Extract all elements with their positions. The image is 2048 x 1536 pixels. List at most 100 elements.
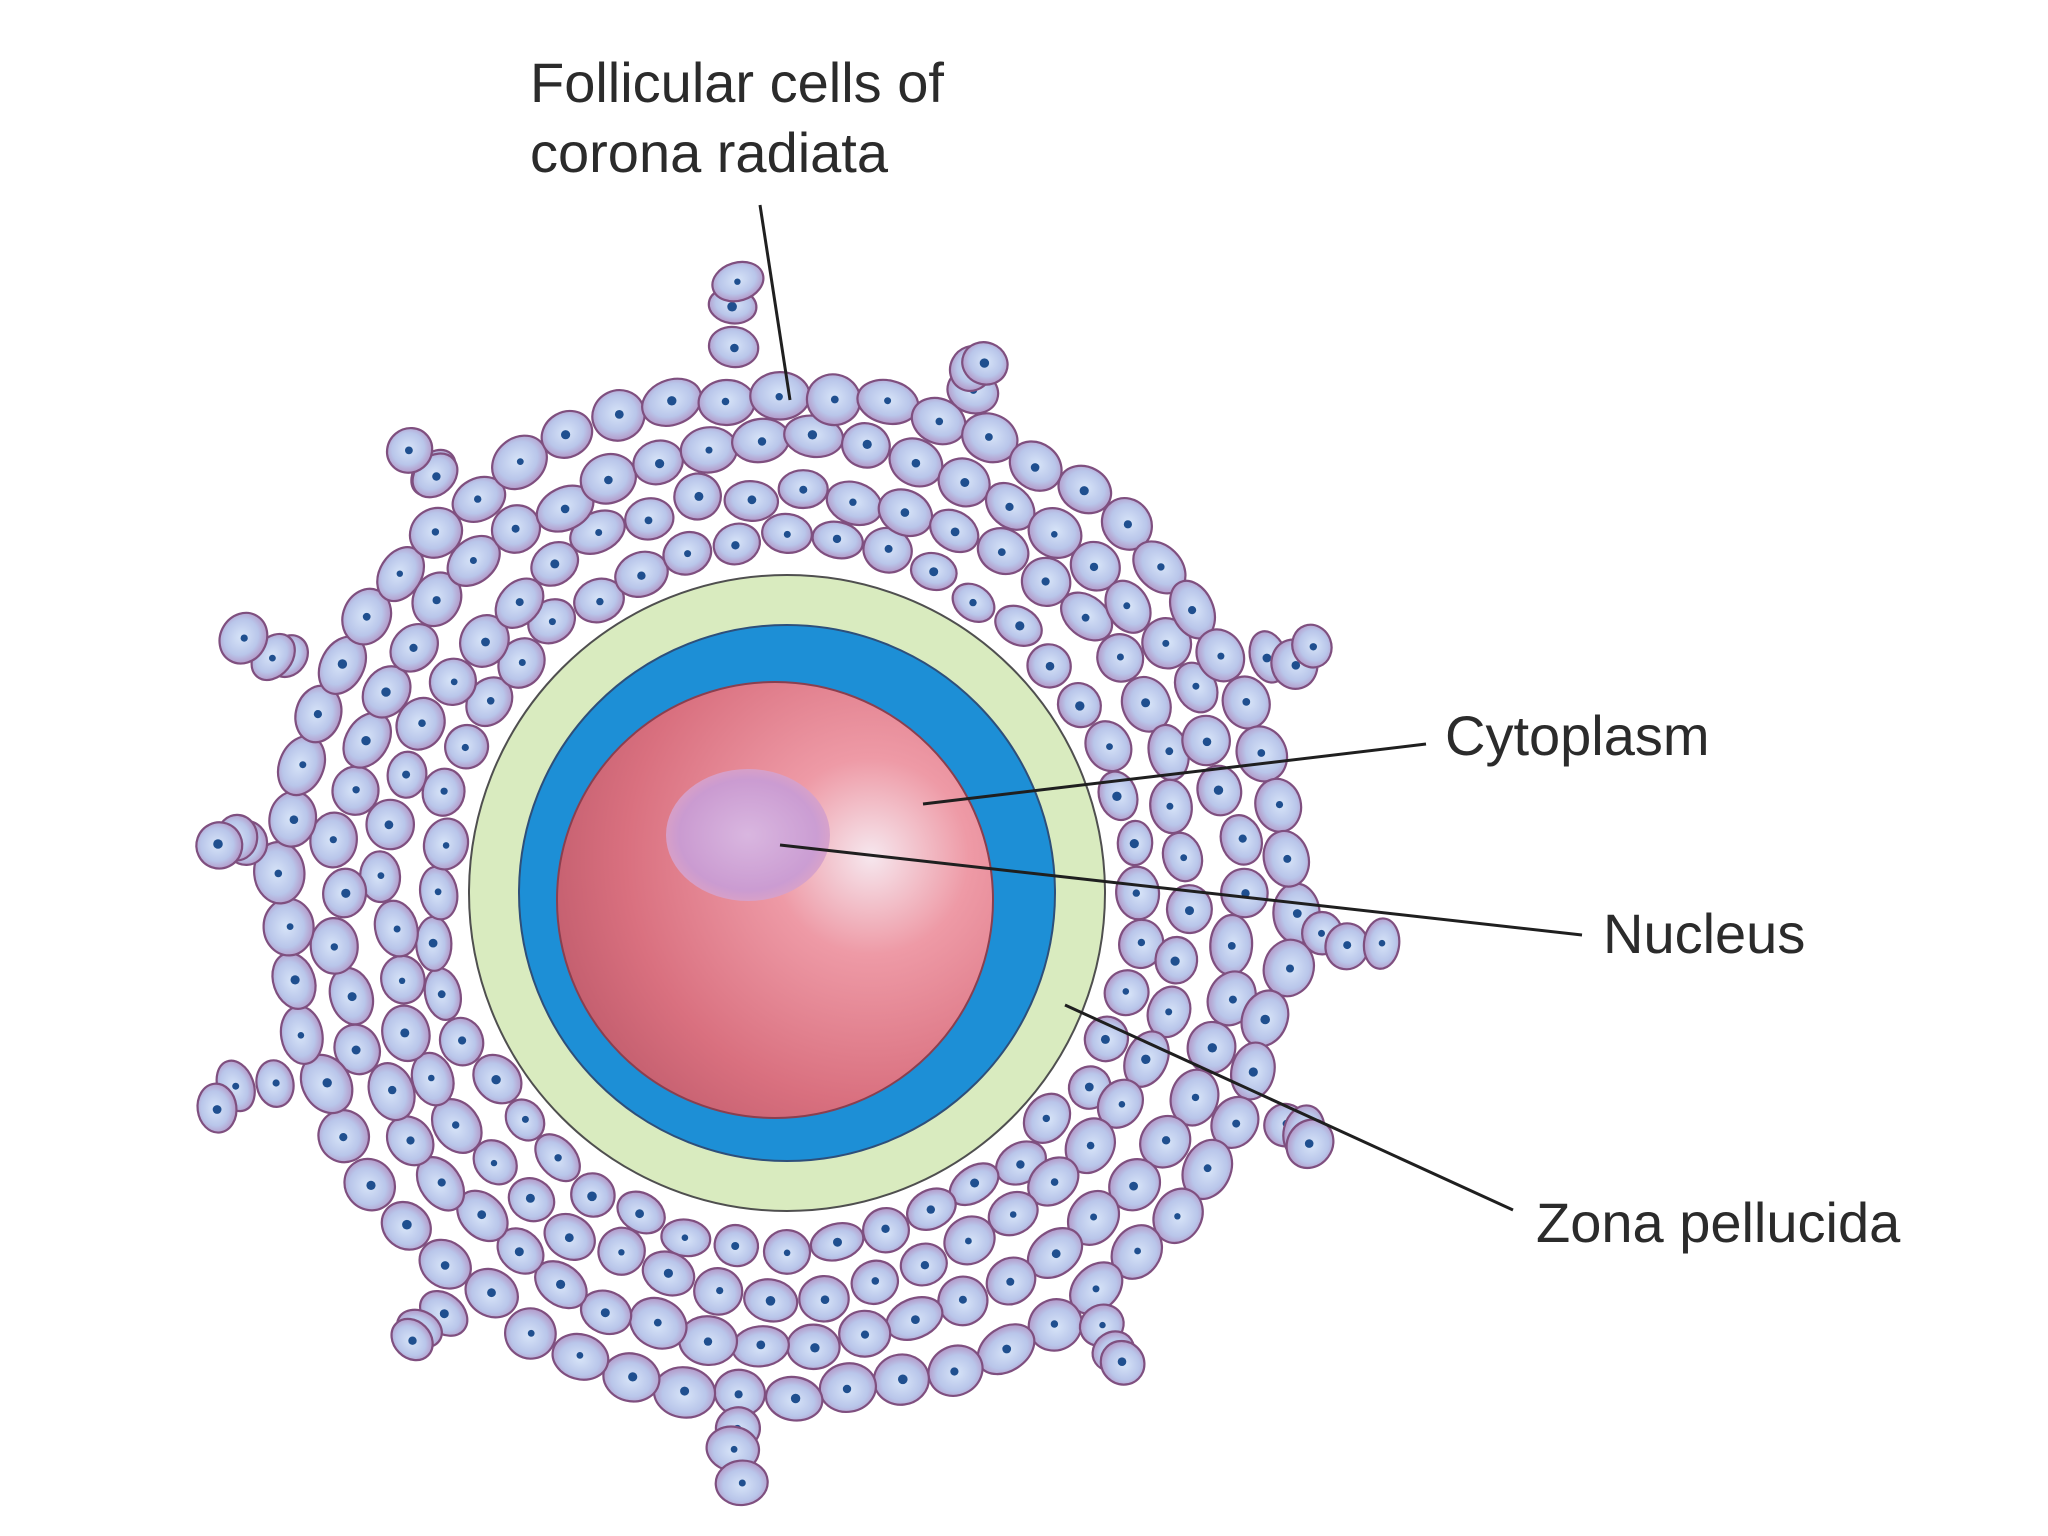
follicle-cell-nucleus: [1207, 1043, 1218, 1053]
follicle-cell-nucleus: [1051, 1249, 1061, 1259]
follicle-cell-nucleus: [663, 1268, 674, 1278]
follicle-cell-nucleus: [515, 598, 524, 607]
follicle-cell-nucleus: [1292, 909, 1302, 918]
follicle-cell-nucleus: [783, 530, 791, 538]
follicle-cell-nucleus: [1117, 1357, 1127, 1366]
follicle-cell-nucleus: [516, 458, 524, 465]
follicle-cell-nucleus: [240, 634, 248, 642]
follicle-cell-nucleus: [339, 1133, 348, 1142]
follicle-cell-nucleus: [564, 1233, 574, 1243]
follicle-cell-nucleus: [1213, 785, 1224, 795]
follicle-cell-nucleus: [1185, 906, 1194, 916]
follicle-cell-nucleus: [820, 1295, 830, 1304]
follicle-cell-nucleus: [1106, 743, 1113, 750]
label-follicular-line2: corona radiata: [530, 121, 889, 184]
follicle-cell-nucleus: [920, 1261, 930, 1270]
follicle-cell-nucleus: [1227, 942, 1236, 950]
follicle-cell-nucleus: [618, 1249, 625, 1256]
follicle-cell-nucleus: [1161, 1136, 1171, 1145]
follicle-cell-nucleus: [518, 659, 526, 666]
follicle-cell-nucleus: [560, 504, 570, 514]
follicle-cell-nucleus: [1188, 606, 1197, 615]
follicle-cell-nucleus: [437, 990, 446, 999]
follicle-cell-nucleus: [1079, 486, 1089, 496]
follicle-cell-nucleus: [935, 417, 944, 426]
follicle-cell-nucleus: [1050, 1178, 1059, 1186]
follicle-cell-nucleus: [337, 659, 348, 669]
follicle-cell-nucleus: [970, 1178, 980, 1188]
follicle-cell-nucleus: [1009, 1211, 1017, 1218]
follicle-cell-nucleus: [290, 975, 300, 985]
follicle-cell-nucleus: [1099, 1321, 1106, 1329]
follicle-cell-nucleus: [985, 433, 993, 441]
follicle-cell-nucleus: [490, 1159, 498, 1167]
follicle-cell-nucleus: [212, 1105, 222, 1114]
follicle-cell-nucleus: [329, 836, 337, 844]
follicle-cell-nucleus: [862, 439, 872, 449]
follicle-cell-nucleus: [269, 654, 276, 662]
follicle-cell-nucleus: [1137, 938, 1146, 947]
follicle-cell-nucleus: [405, 446, 413, 455]
follicle-cell-nucleus: [548, 618, 556, 626]
follicle-cell-nucleus: [965, 1237, 972, 1245]
follicle-cell-nucleus: [1005, 502, 1014, 511]
follicle-cell-nucleus: [900, 508, 910, 517]
follicle-cell-nucleus: [347, 992, 357, 1002]
follicle-cell-nucleus: [1045, 661, 1055, 671]
follicle-cell-nucleus: [635, 1209, 644, 1219]
follicle-cell-nucleus: [783, 1249, 791, 1257]
follicle-cell-nucleus: [232, 1082, 240, 1090]
follicle-cell-nucleus: [950, 527, 960, 537]
cytoplasm-body: [556, 681, 994, 1119]
follicle-cell-nucleus: [1286, 964, 1294, 973]
follicle-cell-nucleus: [898, 1374, 908, 1385]
follicle-cell-nucleus: [442, 842, 450, 849]
follicle-cell-nucleus: [810, 1343, 820, 1353]
follicle-cell-nucleus: [452, 1121, 460, 1129]
follicle-cell-nucleus: [1257, 749, 1266, 757]
follicle-cell-nucleus: [440, 1261, 450, 1270]
leader-zona-pellucida: [1064, 1003, 1514, 1212]
follicle-cell-nucleus: [402, 1219, 412, 1230]
follicle-cell-nucleus: [362, 612, 371, 621]
follicle-cell-nucleus: [1378, 939, 1386, 947]
follicle-cell-nucleus: [667, 396, 677, 406]
follicle-cell-nucleus: [703, 1337, 713, 1346]
follicle-cell-nucleus: [587, 1191, 597, 1202]
follicle-cell-nucleus: [1116, 653, 1124, 661]
follicle-cell-nucleus: [1132, 889, 1141, 897]
follicle-cell-nucleus: [705, 446, 713, 454]
oocyte-nucleus: [666, 769, 830, 901]
follicle-cell-nucleus: [849, 498, 857, 506]
follicle-cell-nucleus: [1192, 682, 1200, 690]
follicle-cell-nucleus: [1162, 639, 1170, 647]
follicle-cell-nucleus: [527, 1329, 535, 1337]
follicle-cell-nucleus: [1112, 791, 1122, 801]
follicle-cell-nucleus: [911, 458, 921, 468]
follicle-cell-nucleus: [1123, 602, 1131, 610]
follicle-cell-nucleus: [832, 534, 842, 544]
follicle-cell-nucleus: [958, 1295, 967, 1304]
follicle-cell-nucleus: [757, 437, 767, 446]
follicle-cell-nucleus: [1134, 1247, 1141, 1255]
follicle-cell-nucleus: [1051, 531, 1058, 538]
follicle-cell-nucleus: [1217, 652, 1225, 660]
follicle-cell-nucleus: [1291, 661, 1301, 670]
follicle-cell-nucleus: [402, 770, 411, 779]
follicle-cell-nucleus: [521, 1115, 529, 1123]
follicle-cell-nucleus: [1002, 1344, 1012, 1354]
follicle-cell-nucleus: [1203, 1164, 1212, 1173]
follicle-cell-nucleus: [653, 1318, 662, 1327]
follicle-cell-nucleus: [491, 1075, 501, 1085]
follicle-cell-nucleus: [628, 1372, 638, 1382]
follicle-cell-nucleus: [1165, 1008, 1173, 1016]
follicle-cell-nucleus: [313, 710, 322, 719]
follicle-cell-nucleus: [393, 925, 401, 933]
leader-cytoplasm: [922, 742, 1427, 806]
follicle-cell-nucleus: [756, 1340, 766, 1350]
follicle-cell-nucleus: [366, 1180, 376, 1190]
follicle-cell-nucleus: [1174, 1213, 1181, 1220]
follicle-cell-nucleus: [807, 430, 818, 440]
follicle-cell-nucleus: [461, 743, 469, 752]
